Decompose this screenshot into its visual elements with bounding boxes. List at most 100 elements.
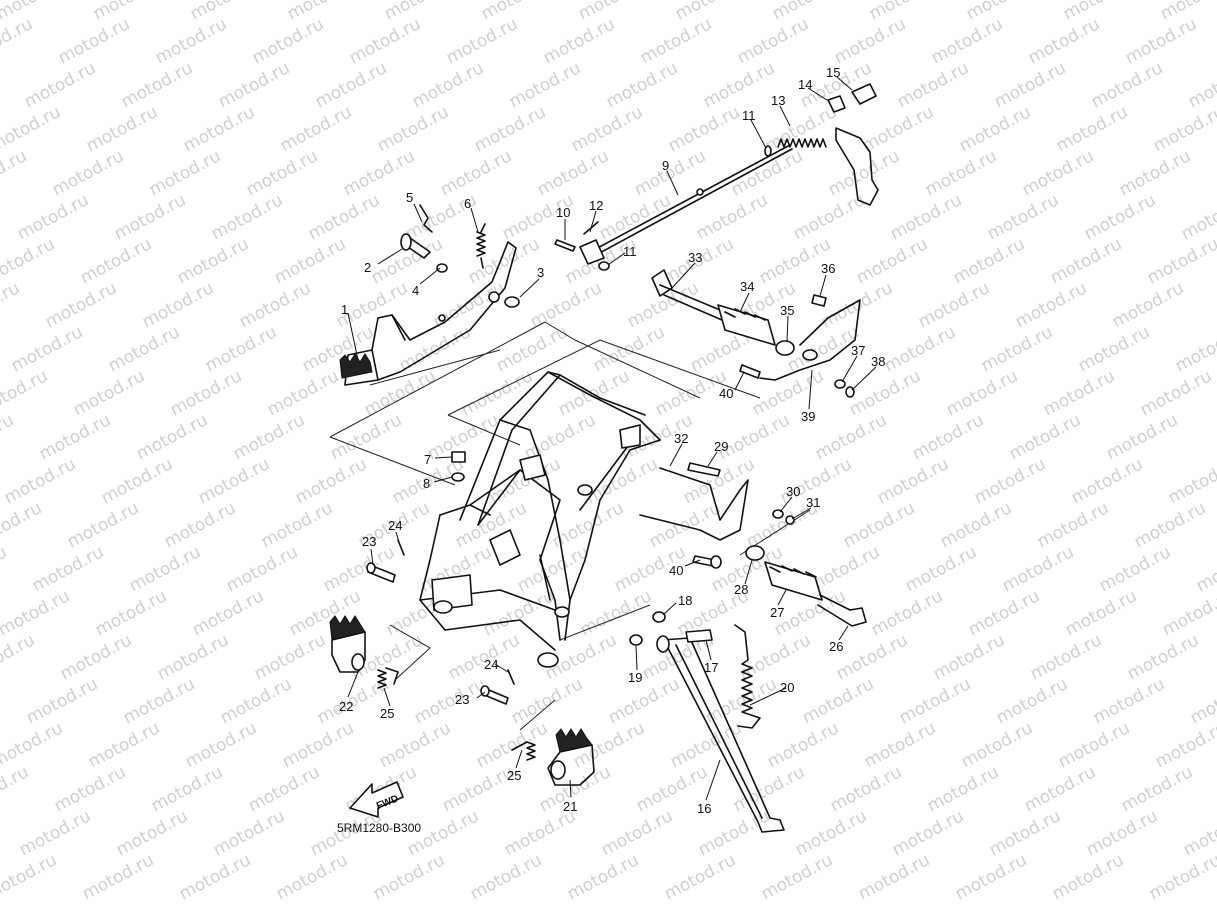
watermark-text: motod.ru (672, 0, 750, 24)
main-frame (419, 371, 661, 668)
watermark-text: motod.ru (223, 542, 301, 596)
watermark-text: motod.ru (409, 58, 487, 112)
watermark-text: motod.ru (596, 190, 674, 244)
callout-p4: 4 (412, 283, 419, 298)
watermark-text: motod.ru (971, 454, 1049, 508)
watermark-text: motod.ru (603, 58, 681, 112)
callout-p40a: 40 (719, 386, 733, 401)
watermark-text: motod.ru (881, 322, 959, 376)
watermark-text: motod.ru (182, 718, 260, 772)
watermark-text: motod.ru (292, 454, 370, 508)
watermark-text: motod.ru (210, 806, 288, 860)
watermark-text: motod.ru (568, 102, 646, 156)
watermark-text: motod.ru (915, 278, 993, 332)
watermark-text: motod.ru (126, 542, 204, 596)
watermark-text: motod.ru (1021, 762, 1099, 816)
watermark-text: motod.ru (1185, 58, 1217, 112)
watermark-text: motod.ru (120, 674, 198, 728)
watermark-text: motod.ru (1, 454, 79, 508)
callout-p29: 29 (714, 439, 728, 454)
watermark-text: motod.ru (443, 14, 521, 68)
watermark-text: motod.ru (831, 14, 909, 68)
watermark-text: motod.ru (187, 0, 265, 24)
diagram-code: 5RM1280-B300 (337, 821, 421, 835)
watermark-text: motod.ru (1096, 542, 1174, 596)
watermark-text: motod.ru (236, 278, 314, 332)
watermark-text: motod.ru (473, 718, 551, 772)
watermark-text: motod.ru (1144, 234, 1217, 288)
watermark-text: motod.ru (855, 850, 933, 904)
brake-rod-assembly (554, 83, 879, 271)
watermark-text: motod.ru (758, 850, 836, 904)
callout-p5: 5 (406, 190, 413, 205)
watermark-text: motod.ru (1047, 234, 1125, 288)
watermark-text: motod.ru (667, 718, 745, 772)
watermark-text: motod.ru (991, 58, 1069, 112)
leader-lines (347, 76, 877, 801)
callout-labels: 1 2 3 4 5 6 7 8 9 10 11 11 12 13 14 15 1… (339, 65, 885, 816)
watermark-text: motod.ru (928, 14, 1006, 68)
watermark-text: motod.ru (859, 102, 937, 156)
watermark-text: motod.ru (258, 498, 336, 552)
callout-p23a: 23 (362, 534, 376, 549)
watermark-text: motod.ru (478, 0, 556, 24)
watermark-text: motod.ru (637, 14, 715, 68)
watermark-text: motod.ru (501, 806, 579, 860)
watermark-text: motod.ru (922, 146, 1000, 200)
watermark-text: motod.ru (1055, 718, 1133, 772)
watermark-text: motod.ru (249, 14, 327, 68)
watermark-text: motod.ru (0, 542, 10, 596)
watermark-text: motod.ru (271, 234, 349, 288)
watermark-text: motod.ru (734, 14, 812, 68)
watermark-text: motod.ru (208, 190, 286, 244)
watermark-text: motod.ru (943, 366, 1021, 420)
watermark-text: motod.ru (411, 674, 489, 728)
watermark-text: motod.ru (49, 146, 127, 200)
watermark-text: motod.ru (305, 190, 383, 244)
callout-p34: 34 (740, 279, 754, 294)
watermark-text: motod.ru (1006, 410, 1084, 464)
watermark-text: motod.ru (0, 58, 2, 112)
watermark-text: motod.ru (764, 718, 842, 772)
callout-p22: 22 (339, 699, 353, 714)
watermark-text: motod.ru (1027, 630, 1105, 684)
callout-p9: 9 (662, 158, 669, 173)
watermark-text: motod.ru (1124, 630, 1202, 684)
watermark-text: motod.ru (693, 190, 771, 244)
callout-p16: 16 (697, 801, 711, 816)
watermark-text: motod.ru (1060, 0, 1138, 24)
callout-p24a: 24 (388, 518, 402, 533)
watermark-text: motod.ru (937, 498, 1015, 552)
watermark-text: motod.ru (370, 850, 448, 904)
watermark-text: motod.ru (984, 190, 1062, 244)
front-footpegs (329, 615, 595, 786)
watermark-text: motod.ru (700, 58, 778, 112)
callout-p31: 31 (806, 495, 820, 510)
watermark-text: motod.ru (0, 498, 45, 552)
watermark-text: motod.ru (439, 762, 517, 816)
callout-p23b: 23 (455, 692, 469, 707)
watermark-text: motod.ru (508, 674, 586, 728)
watermark-text: motod.ru (180, 102, 258, 156)
watermark-text: motod.ru (887, 190, 965, 244)
watermark-text: motod.ru (98, 454, 176, 508)
callout-p10: 10 (556, 205, 570, 220)
pivot-pins (366, 539, 515, 705)
watermark-text: motod.ru (1122, 14, 1200, 68)
watermark-text: motod.ru (1034, 498, 1112, 552)
front-footrest-assembly (639, 462, 867, 627)
watermark-text: motod.ru (437, 146, 515, 200)
watermark-text: motod.ru (534, 146, 612, 200)
watermark-text: motod.ru (230, 410, 308, 464)
watermark-text: motod.ru (1068, 454, 1146, 508)
watermark-text: motod.ru (1193, 542, 1217, 596)
watermark-text: motod.ru (527, 278, 605, 332)
callout-p24b: 24 (484, 657, 498, 672)
watermark-text: motod.ru (480, 586, 558, 640)
callout-p37: 37 (851, 343, 865, 358)
watermark-text: motod.ru (963, 0, 1041, 24)
watermark-text: motod.ru (1172, 322, 1217, 376)
callout-p38: 38 (871, 354, 885, 369)
watermark-text: motod.ru (999, 542, 1077, 596)
